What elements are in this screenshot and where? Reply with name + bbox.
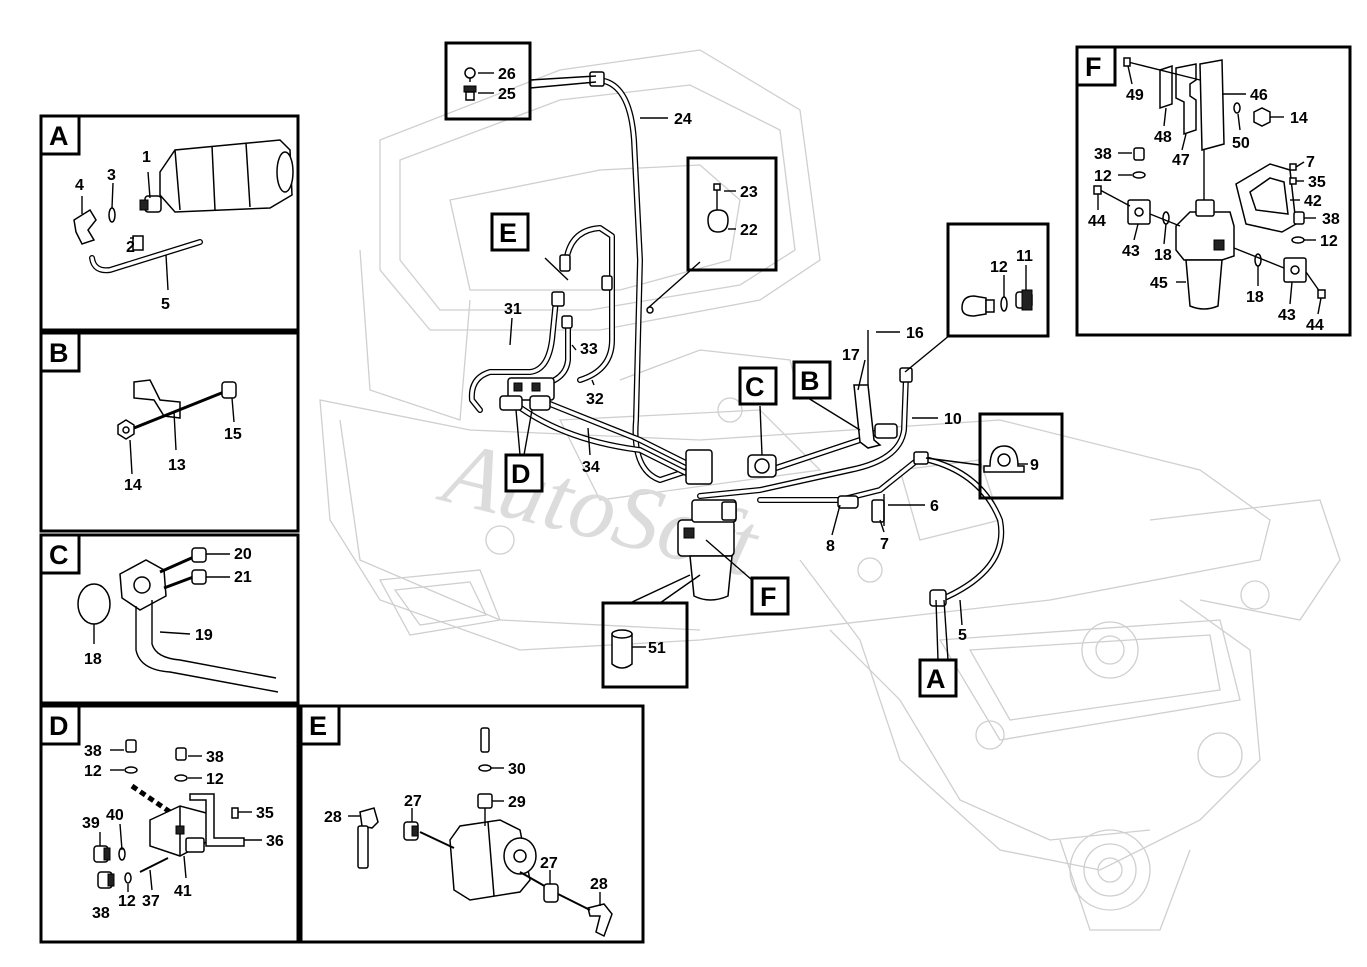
tag-a-main: A <box>926 664 946 694</box>
callout-27a: 27 <box>404 793 422 810</box>
callout-f-47: 47 <box>1172 152 1190 169</box>
callout-f-46: 46 <box>1250 87 1268 104</box>
tag-c-main: C <box>745 372 765 402</box>
callout-f-18a: 18 <box>1154 247 1172 264</box>
callout-f-45: 45 <box>1150 275 1168 292</box>
main-leader-lines <box>509 75 981 661</box>
callout-2: 2 <box>126 239 135 256</box>
tag-b-main: B <box>800 366 820 396</box>
callout-f-43a: 43 <box>1122 243 1140 260</box>
main-hose-assembly <box>468 71 1005 607</box>
callout-16: 16 <box>906 325 924 342</box>
panel-a: A 1 3 4 2 5 <box>39 114 300 332</box>
callout-d-41: 41 <box>174 883 192 900</box>
callout-19: 19 <box>195 627 213 644</box>
callout-1: 1 <box>142 149 151 166</box>
callout-8: 8 <box>826 538 835 555</box>
callout-f-35: 35 <box>1308 174 1326 191</box>
detail-box-9: 9 <box>978 412 1064 500</box>
main-callouts: 24 10 16 17 6 7 8 5 31 33 32 34 <box>504 111 967 644</box>
callout-d-40: 40 <box>106 807 124 824</box>
callout-11: 11 <box>1016 248 1033 265</box>
panel-f-letter: F <box>1085 52 1102 82</box>
panel-b: B 15 13 14 <box>39 331 300 533</box>
callout-f-50: 50 <box>1232 135 1250 152</box>
callout-20: 20 <box>234 546 252 563</box>
callout-d-38a: 38 <box>84 743 102 760</box>
callout-10: 10 <box>944 411 962 428</box>
callout-25: 25 <box>498 86 516 103</box>
callout-d-38c: 38 <box>92 905 110 922</box>
callout-f-42: 42 <box>1304 193 1322 210</box>
callout-15: 15 <box>224 426 242 443</box>
callout-3: 3 <box>107 167 116 184</box>
panel-e: E 30 29 28 27 27 28 <box>299 704 645 944</box>
callout-f-38b: 38 <box>1322 211 1340 228</box>
callout-d-12b: 12 <box>206 771 224 788</box>
callout-7: 7 <box>880 536 889 553</box>
callout-29: 29 <box>508 794 526 811</box>
panel-f: F <box>1075 45 1352 337</box>
callout-26: 26 <box>498 66 516 83</box>
callout-24: 24 <box>674 111 692 128</box>
callout-17: 17 <box>842 347 860 364</box>
callout-d-38b: 38 <box>206 749 224 766</box>
callout-f-43b: 43 <box>1278 307 1296 324</box>
callout-34: 34 <box>582 459 600 476</box>
tag-e-main: E <box>499 218 517 248</box>
callout-12-main: 12 <box>990 259 1008 276</box>
panel-e-letter: E <box>309 711 327 741</box>
callout-13: 13 <box>168 457 186 474</box>
callout-31: 31 <box>504 301 522 318</box>
callout-4: 4 <box>75 177 84 194</box>
callout-5-panel: 5 <box>161 296 170 313</box>
callout-33: 33 <box>580 341 598 358</box>
callout-30: 30 <box>508 761 526 778</box>
callout-f-14: 14 <box>1290 110 1308 127</box>
callout-28b: 28 <box>590 876 608 893</box>
callout-f-38a: 38 <box>1094 146 1112 163</box>
panel-d-letter: D <box>49 711 69 741</box>
panel-b-letter: B <box>49 338 69 368</box>
detail-box-51: 51 <box>601 601 689 689</box>
callout-32: 32 <box>586 391 604 408</box>
callout-f-12b: 12 <box>1320 233 1338 250</box>
callout-23: 23 <box>740 184 758 201</box>
callout-d-37: 37 <box>142 893 160 910</box>
panel-c: C 20 21 19 18 <box>39 533 300 705</box>
callout-51: 51 <box>648 640 666 657</box>
callout-f-44a: 44 <box>1088 213 1106 230</box>
callout-f-49: 49 <box>1126 87 1144 104</box>
callout-18: 18 <box>84 651 102 668</box>
callout-21: 21 <box>234 569 252 586</box>
callout-f-7: 7 <box>1306 154 1315 171</box>
detail-box-11-12: 12 11 <box>946 222 1050 338</box>
callout-14: 14 <box>124 477 142 494</box>
tag-d-main: D <box>511 459 531 489</box>
callout-f-18b: 18 <box>1246 289 1264 306</box>
machine-frame-ghost <box>319 49 1341 931</box>
callout-f-48: 48 <box>1154 129 1172 146</box>
detail-box-25-26: 26 25 <box>444 41 532 121</box>
callout-d-12c: 12 <box>118 893 136 910</box>
panel-c-letter: C <box>49 540 69 570</box>
panel-a-letter: A <box>49 121 69 151</box>
detail-box-22-23: 23 22 <box>686 156 778 272</box>
callout-27b: 27 <box>540 855 558 872</box>
callout-d-36: 36 <box>266 833 284 850</box>
callout-28a: 28 <box>324 809 342 826</box>
callout-5: 5 <box>958 627 967 644</box>
callout-6: 6 <box>930 498 939 515</box>
tag-f-main: F <box>760 582 777 612</box>
callout-d-12a: 12 <box>84 763 102 780</box>
panel-d: D 38 12 38 12 35 36 40 <box>39 704 300 944</box>
callout-d-35: 35 <box>256 805 274 822</box>
callout-f-44b: 44 <box>1306 317 1324 334</box>
callout-9: 9 <box>1030 457 1039 474</box>
main-reference-tags: E C B D F A <box>490 212 958 698</box>
callout-22: 22 <box>740 222 758 239</box>
callout-d-39: 39 <box>82 815 100 832</box>
callout-f-12a: 12 <box>1094 168 1112 185</box>
